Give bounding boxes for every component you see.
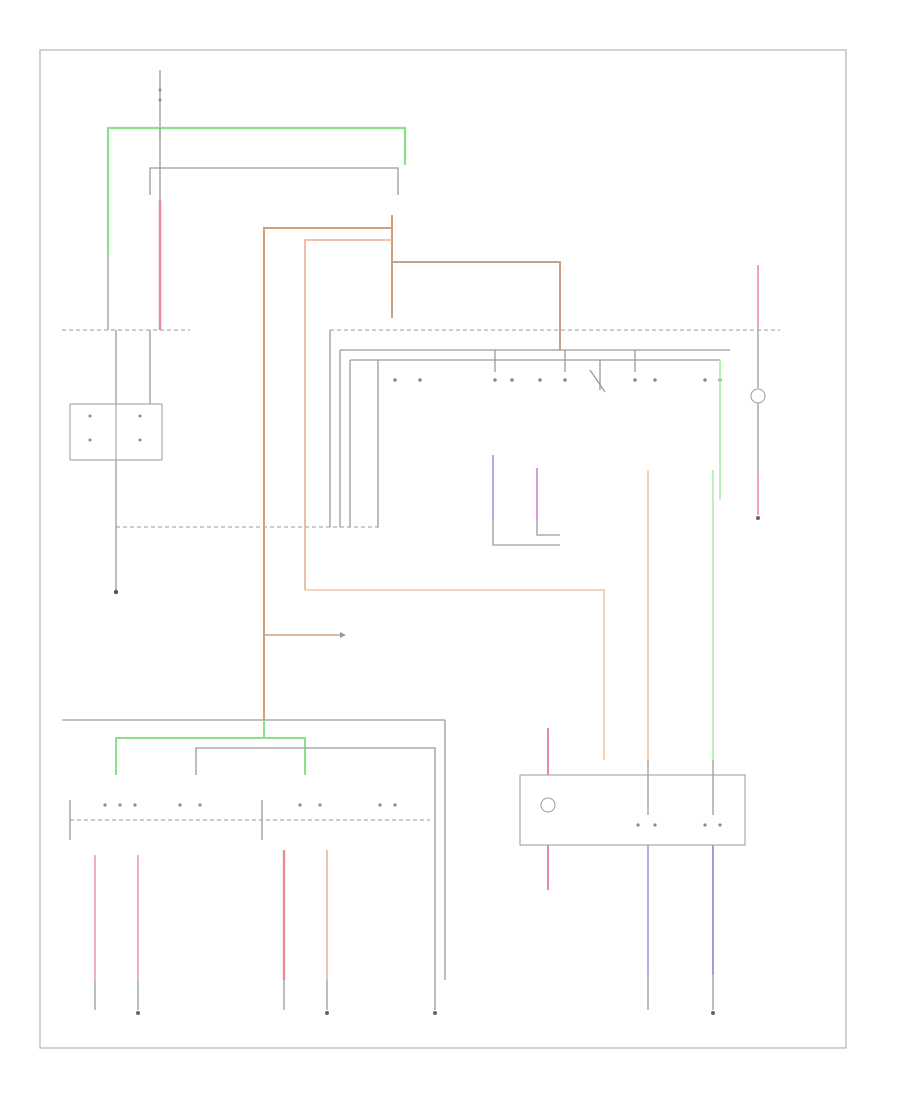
tan-wire-center (263, 227, 392, 720)
diagram-frame (39, 49, 847, 1049)
switch-row (393, 350, 722, 500)
left-relay-module (69, 330, 163, 580)
green-feed-wire (106, 126, 407, 255)
peach-wire-bottom (305, 589, 605, 760)
tan-wire-right (392, 261, 561, 350)
green-wire-lower (115, 737, 306, 775)
right-rear-window-module (519, 728, 746, 890)
peach-wire-loop (304, 239, 392, 590)
ground-symbol (113, 580, 119, 595)
lamp-symbol (750, 265, 766, 520)
top-fuse-feed (106, 70, 407, 330)
left-rear-window-switch (69, 800, 430, 840)
